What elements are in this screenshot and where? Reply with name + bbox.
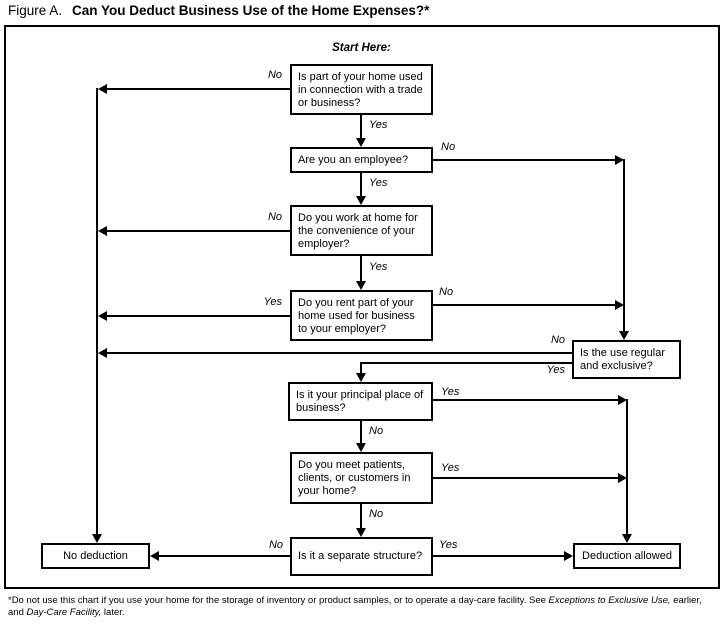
label-principal-no: No [369, 425, 384, 437]
edge-separate-yes-arrowhead-icon [564, 551, 573, 561]
edge-rent-yes-line [107, 315, 290, 317]
label-patients-yes: Yes [441, 462, 460, 474]
node-deduction-allowed-text: Deduction allowed [582, 549, 672, 562]
node-rent-to-employer-text: Do you rent part of your home used for b… [298, 297, 415, 335]
edge-rent-no-arrowhead-icon [615, 300, 624, 310]
edge-patients-yes-line [433, 477, 619, 479]
node-no-deduction-text: No deduction [63, 549, 128, 562]
figure-title-text: Can You Deduct Business Use of the Home … [72, 3, 430, 18]
edge-principal-no-arrowhead-icon [356, 443, 366, 452]
upper-right-rail-arrowhead-icon [619, 331, 629, 340]
label-separate-no: No [268, 539, 283, 551]
node-trade-or-business: Is part of your home used in connection … [290, 64, 433, 115]
node-regular-and-exclusive: Is the use regular and exclusive? [572, 340, 681, 379]
edge-employee-no-arrowhead-icon [615, 155, 624, 165]
label-convenience-yes: Yes [369, 261, 388, 273]
edge-patients-no-arrowhead-icon [356, 528, 366, 537]
edge-regular-yes-drop-line [360, 362, 362, 374]
edge-rent-no-line [433, 304, 616, 306]
node-regular-and-exclusive-text: Is the use regular and exclusive? [580, 346, 665, 372]
figure-label: Figure A. [8, 3, 63, 18]
node-principal-place-text: Is it your principal place of business? [296, 388, 424, 414]
footnote-part1: *Do not use this chart if you use your h… [8, 595, 549, 606]
node-principal-place: Is it your principal place of business? [288, 382, 433, 421]
node-employee-text: Are you an employee? [298, 153, 409, 166]
label-patients-no: No [369, 508, 384, 520]
label-rent-yes: Yes [263, 296, 282, 308]
label-regular-yes: Yes [546, 364, 565, 376]
lower-right-rail-arrowhead-icon [622, 534, 632, 543]
node-meet-patients: Do you meet patients, clients, or custom… [290, 452, 433, 504]
edge-patients-no-line [360, 504, 362, 530]
node-convenience-of-employer-text: Do you work at home for the convenience … [298, 212, 418, 250]
label-principal-yes: Yes [441, 386, 460, 398]
edge-separate-no-line [159, 555, 290, 557]
label-employee-no: No [441, 141, 456, 153]
edge-convenience-no-line [107, 230, 290, 232]
edge-principal-no-line [360, 421, 362, 445]
edge-rent-yes-arrowhead-icon [98, 311, 107, 321]
node-separate-structure-text: Is it a separate structure? [298, 550, 423, 562]
lower-right-rail-line [626, 399, 628, 534]
edge-trade-no-arrowhead-icon [98, 84, 107, 94]
edge-principal-yes-arrowhead-icon [618, 395, 627, 405]
edge-employee-yes-arrowhead-icon [356, 196, 366, 205]
footnote: *Do not use this chart if you use your h… [8, 595, 720, 618]
footnote-part3: later. [101, 606, 125, 618]
figure-title: Figure A. Can You Deduct Business Use of … [8, 3, 429, 18]
label-trade-yes: Yes [369, 119, 388, 131]
edge-regular-no-line [107, 352, 572, 354]
label-trade-no: No [267, 69, 282, 81]
edge-regular-no-arrowhead-icon [98, 348, 107, 358]
edge-regular-yes-line [361, 362, 572, 364]
edge-patients-yes-arrowhead-icon [618, 473, 627, 483]
start-here-label: Start Here: [332, 42, 391, 54]
edge-regular-yes-arrowhead-icon [356, 373, 366, 382]
edge-convenience-yes-line [360, 256, 362, 283]
edge-employee-yes-line [360, 173, 362, 198]
flowchart-border [4, 25, 720, 589]
edge-convenience-no-arrowhead-icon [98, 226, 107, 236]
node-trade-or-business-text: Is part of your home used in connection … [298, 71, 423, 109]
edge-trade-yes-line [360, 115, 362, 140]
label-employee-yes: Yes [369, 177, 388, 189]
label-regular-no: No [550, 334, 565, 346]
label-separate-yes: Yes [439, 539, 458, 551]
edge-principal-yes-line [433, 399, 619, 401]
left-rail-arrowhead-icon [92, 534, 102, 543]
node-employee: Are you an employee? [290, 147, 433, 173]
edge-convenience-yes-arrowhead-icon [356, 281, 366, 290]
edge-separate-no-arrowhead-icon [150, 551, 159, 561]
footnote-italic1: Exceptions to Exclusive Use, [548, 595, 671, 606]
footnote-italic2: Day-Care Facility, [26, 606, 102, 618]
edge-trade-no-line [107, 88, 290, 90]
node-meet-patients-text: Do you meet patients, clients, or custom… [298, 459, 411, 497]
footnote-part2: earlier, and [8, 595, 702, 618]
edge-employee-no-line [433, 159, 616, 161]
node-deduction-allowed: Deduction allowed [573, 543, 681, 569]
node-rent-to-employer: Do you rent part of your home used for b… [290, 290, 433, 341]
left-rail-line [96, 88, 98, 535]
node-separate-structure: Is it a separate structure? [290, 537, 433, 576]
node-no-deduction: No deduction [41, 543, 150, 569]
label-rent-no: No [439, 286, 454, 298]
node-convenience-of-employer: Do you work at home for the convenience … [290, 205, 433, 256]
label-convenience-no: No [267, 211, 282, 223]
edge-separate-yes-line [433, 555, 565, 557]
upper-right-rail-line [623, 159, 625, 331]
edge-trade-yes-arrowhead-icon [356, 138, 366, 147]
